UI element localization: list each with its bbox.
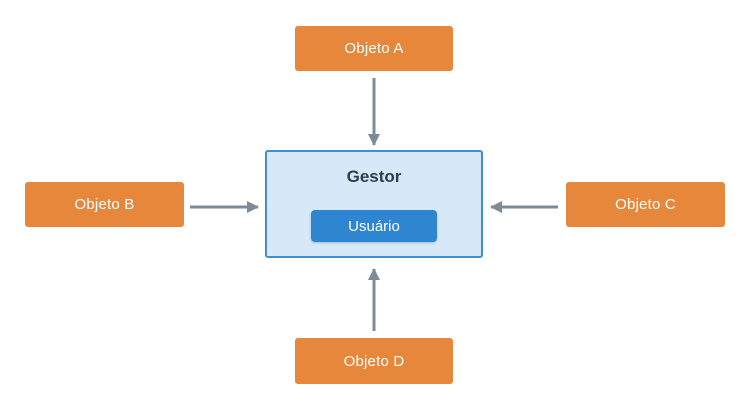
node-objeto-d: Objeto D (295, 338, 453, 384)
node-objeto-c: Objeto C (566, 182, 725, 227)
usuario-node: Usuário (311, 210, 437, 242)
usuario-label: Usuário (348, 217, 400, 235)
node-objeto-b-label: Objeto B (74, 196, 135, 213)
node-objeto-c-label: Objeto C (615, 196, 676, 213)
node-objeto-d-label: Objeto D (343, 352, 405, 370)
node-gestor: Gestor Usuário (265, 150, 483, 258)
gestor-title: Gestor (346, 167, 402, 186)
node-objeto-a-label: Objeto A (344, 40, 404, 57)
node-objeto-b: Objeto B (25, 182, 184, 227)
node-objeto-a: Objeto A (295, 26, 453, 71)
